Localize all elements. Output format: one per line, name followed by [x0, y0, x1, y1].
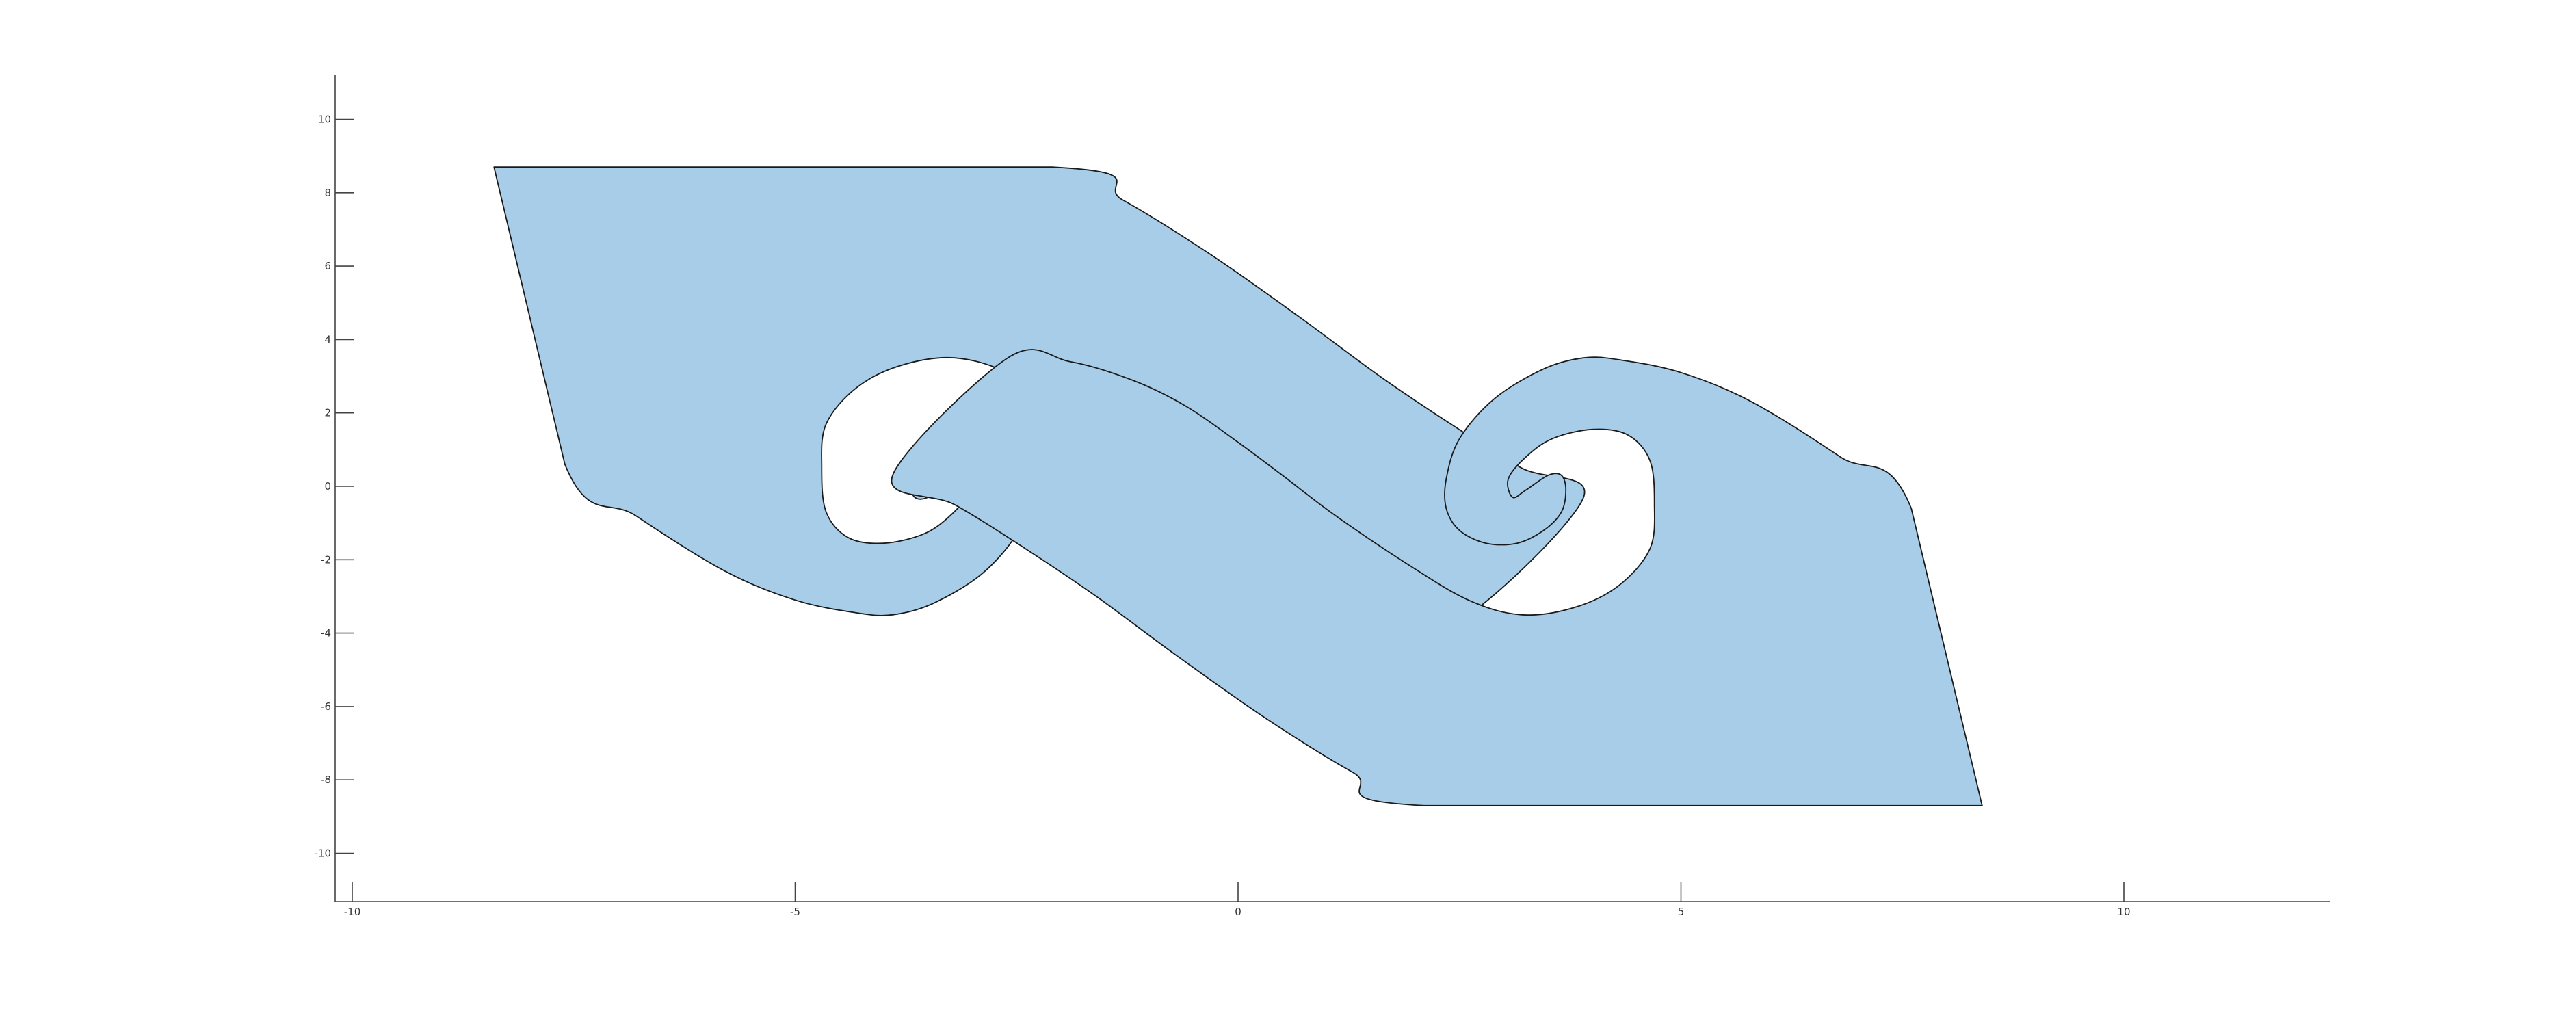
shape-right-wave — [891, 349, 1983, 806]
y-tick-label: -10 — [315, 847, 332, 860]
x-ticks: -10 -5 0 5 10 — [344, 882, 2131, 918]
filled-shape-layer — [493, 166, 1983, 806]
y-tick-label: 4 — [324, 333, 331, 345]
x-tick-label: -10 — [344, 906, 361, 918]
y-tick-label: 2 — [324, 407, 331, 419]
x-tick-label: 5 — [1678, 906, 1685, 918]
y-tick-label: -2 — [321, 553, 331, 566]
y-tick-label: -8 — [321, 774, 331, 786]
y-tick-label: 10 — [318, 114, 331, 126]
x-tick-label: -5 — [790, 906, 800, 918]
y-tick-label: 6 — [324, 260, 331, 272]
x-tick-label: 0 — [1235, 906, 1241, 918]
y-ticks: -10 -8 -6 -4 -2 0 2 4 6 8 10 — [315, 114, 354, 860]
axes — [334, 75, 2330, 902]
y-tick-label: 8 — [324, 187, 331, 199]
y-tick-label: -6 — [321, 700, 331, 713]
x-tick-label: 10 — [2117, 906, 2130, 918]
y-tick-label: -4 — [321, 627, 331, 640]
y-tick-label: 0 — [324, 480, 331, 492]
